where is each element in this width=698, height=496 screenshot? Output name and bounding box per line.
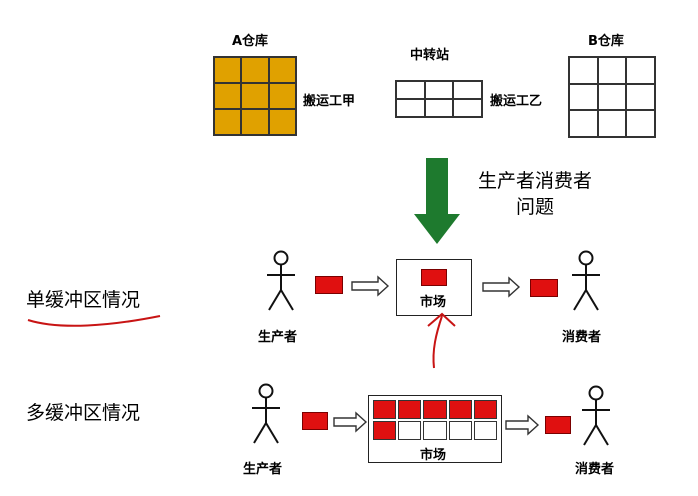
single-out-arrow	[482, 276, 521, 298]
buffer-slot	[398, 421, 422, 440]
problem-title: 生产者消费者 问题	[478, 170, 593, 218]
buffer-slot	[423, 400, 447, 419]
single-market-box	[396, 259, 472, 316]
multi-out-arrow	[505, 414, 540, 436]
single-consumer-label: 消费者	[562, 330, 602, 345]
multi-consumer-label: 消费者	[575, 462, 615, 477]
multi-buffer-slots	[373, 400, 497, 440]
big-down-arrow	[414, 158, 460, 244]
buffer-slot	[448, 400, 472, 419]
pointer-annotation	[427, 312, 456, 369]
single-consumer-figure	[571, 250, 601, 311]
warehouse-b-grid	[568, 56, 656, 138]
multi-producer-label: 生产者	[243, 462, 283, 477]
worker-b-label: 搬运工乙	[490, 94, 543, 109]
multi-produced-item	[302, 412, 328, 430]
single-market-label: 市场	[420, 295, 447, 310]
warehouse-a-grid	[213, 56, 297, 136]
buffer-slot	[398, 400, 422, 419]
underline-annotation	[27, 315, 161, 327]
multi-producer-figure	[251, 383, 281, 444]
transfer-station-label: 中转站	[410, 48, 450, 63]
multi-consumer-figure	[581, 385, 611, 446]
multi-consumed-item	[545, 416, 571, 434]
multi-buffer-title: 多缓冲区情况	[26, 402, 141, 424]
buffer-slot	[423, 421, 447, 440]
single-consumed-item	[530, 279, 558, 297]
single-buffer-title: 单缓冲区情况	[26, 289, 141, 311]
buffer-slot	[448, 421, 472, 440]
single-in-arrow	[351, 275, 390, 297]
multi-market-label: 市场	[420, 448, 447, 463]
single-producer-figure	[266, 250, 296, 311]
multi-in-arrow	[333, 411, 368, 433]
worker-a-label: 搬运工甲	[303, 94, 356, 109]
single-produced-item	[315, 276, 343, 294]
buffer-slot	[373, 421, 397, 440]
warehouse-a-label: A仓库	[232, 34, 269, 49]
single-producer-label: 生产者	[258, 330, 298, 345]
warehouse-b-label: B仓库	[588, 34, 624, 49]
buffer-slot	[473, 400, 497, 419]
buffer-slot	[373, 400, 397, 419]
transfer-station-grid	[395, 80, 483, 118]
buffer-slot	[473, 421, 497, 440]
single-market-item	[421, 269, 447, 286]
